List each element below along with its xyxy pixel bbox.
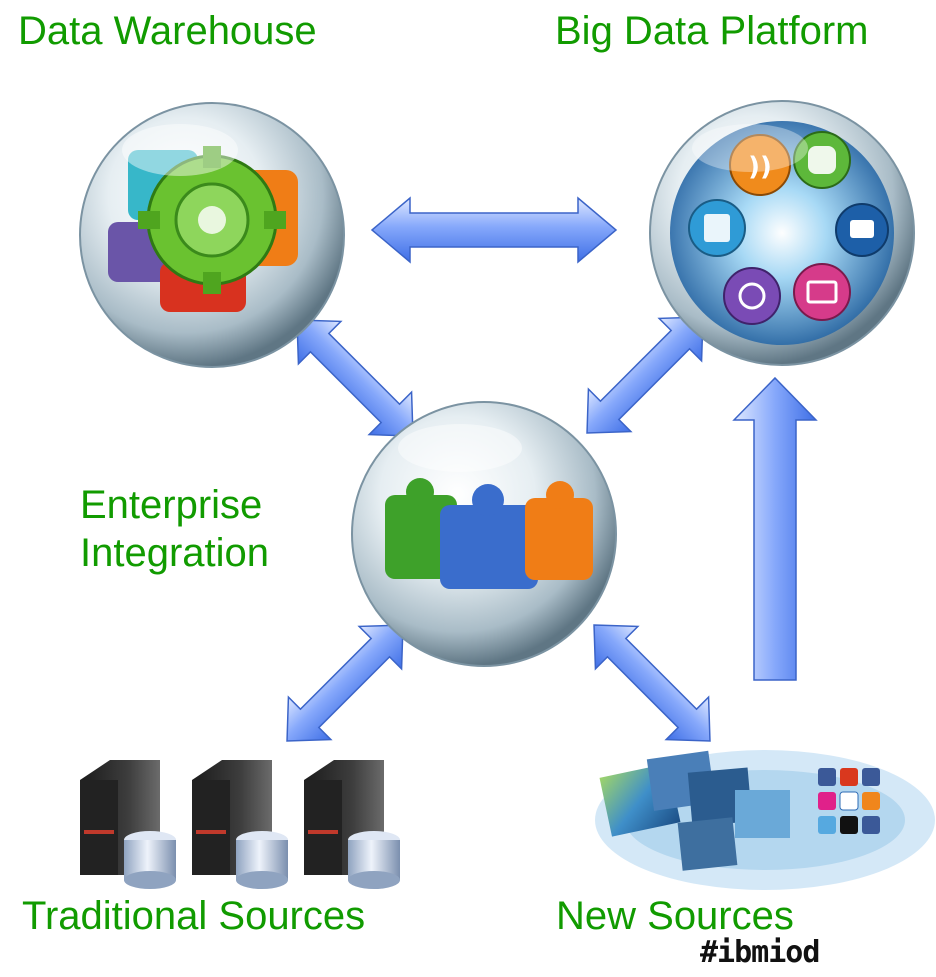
server-1 (80, 760, 176, 889)
servers-database-icon (80, 760, 400, 889)
big-data-platform-sphere: )) (649, 100, 915, 366)
puzzle-gear-icon (108, 146, 298, 312)
app-bubbles-icon: )) (688, 131, 889, 325)
arrow-integration-new (593, 624, 711, 742)
data-warehouse-label: Data Warehouse (18, 9, 317, 53)
server-2 (192, 760, 288, 889)
hashtag-label: #ibmiod (700, 935, 820, 970)
arrow-new-to-bigdata (732, 376, 818, 681)
puzzle-pieces-icon (385, 478, 593, 589)
new-sources-label: New Sources (556, 894, 794, 938)
enterprise-integration-sphere (351, 401, 617, 667)
social-tiles (818, 768, 880, 834)
data-warehouse-sphere (79, 102, 345, 368)
arrow-warehouse-bigdata (370, 196, 618, 264)
social-media-screens-icon (595, 750, 935, 890)
big-data-platform-label: Big Data Platform (555, 9, 869, 53)
server-3 (304, 760, 400, 889)
svg-text:)): )) (748, 152, 772, 182)
enterprise-integration-label-line1: Enterprise (80, 483, 263, 527)
enterprise-integration-label-line2: Integration (80, 531, 270, 575)
traditional-sources-label: Traditional Sources (22, 894, 366, 938)
